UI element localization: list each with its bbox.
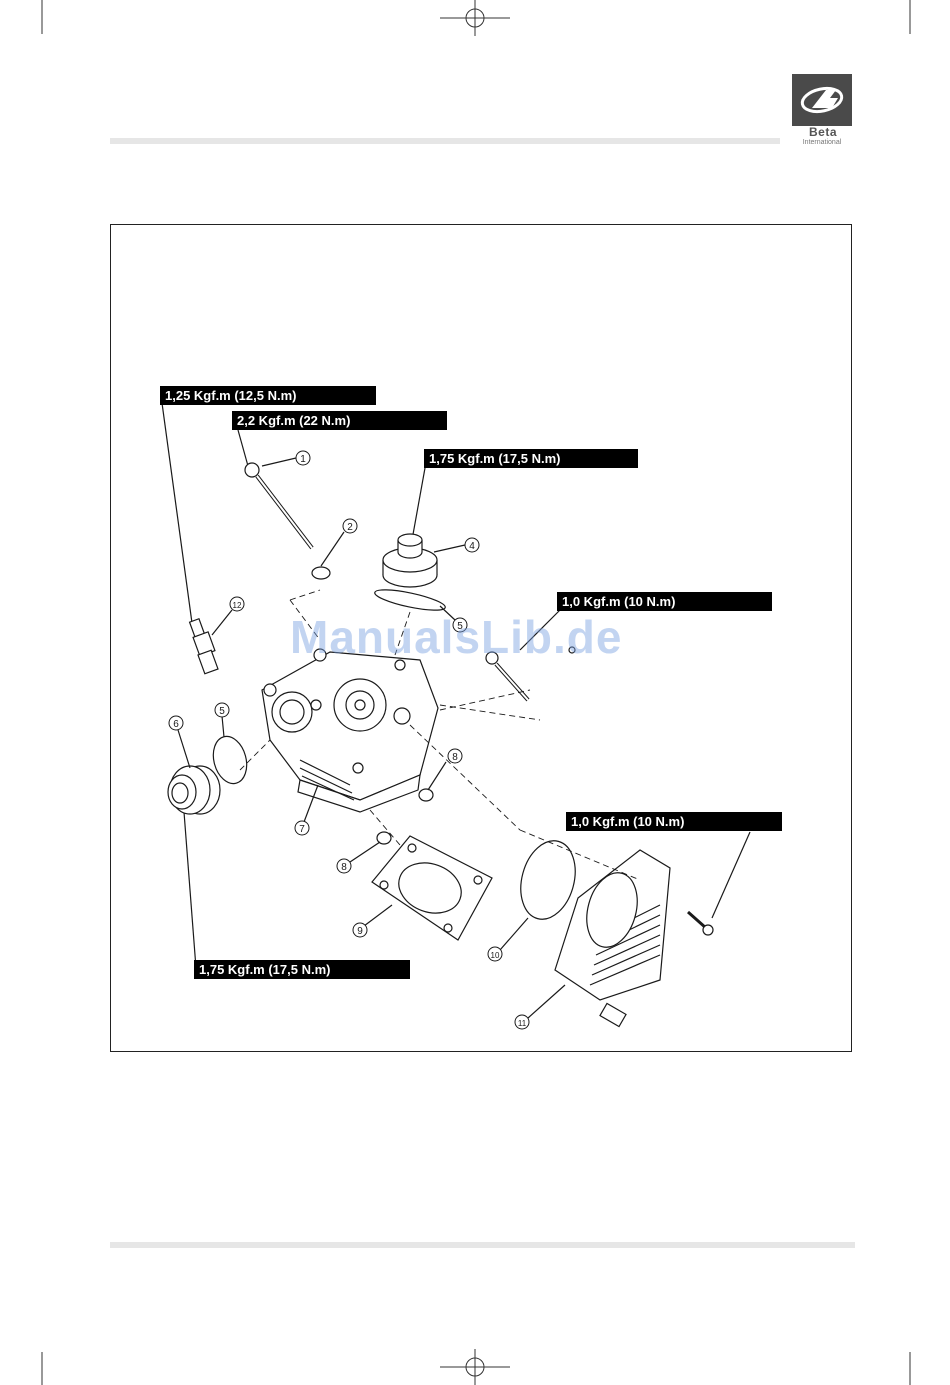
part-bolt-small <box>688 912 713 935</box>
callout-number: 6 <box>173 719 179 730</box>
callout-number: 12 <box>233 601 242 610</box>
part-cylinder-head-7 <box>262 649 438 812</box>
callout-number: 4 <box>469 541 475 552</box>
callout-number: 1 <box>300 454 306 465</box>
callout-number: 9 <box>357 926 363 937</box>
torque-label-cylinder-bolt: 1,0 Kgf.m (10 N.m) <box>566 812 782 831</box>
callout-number: 7 <box>299 824 305 835</box>
part-spark-plug-12 <box>190 619 218 674</box>
callout-number: 5 <box>219 706 225 717</box>
torque-label-cap-4: 1,75 Kgf.m (17,5 N.m) <box>424 449 638 468</box>
part-cap-6 <box>168 766 220 814</box>
torque-label-spark-plug: 1,25 Kgf.m (12,5 N.m) <box>160 386 376 405</box>
part-washer-2 <box>312 567 330 579</box>
callout-number: 8 <box>341 862 347 873</box>
callout-number: 10 <box>491 951 500 960</box>
callout-number: 11 <box>518 1019 527 1028</box>
torque-label-cap-6: 1,75 Kgf.m (17,5 N.m) <box>194 960 410 979</box>
callout-number: 2 <box>347 522 353 533</box>
callout-number: 8 <box>452 752 458 763</box>
torque-label-bolt-right: 1,0 Kgf.m (10 N.m) <box>557 592 772 611</box>
part-gasket-9 <box>372 836 492 940</box>
part-dowel-8a <box>419 789 433 801</box>
part-cylinder-11 <box>555 850 670 1000</box>
part-block <box>600 1003 626 1026</box>
part-bolt-1 <box>245 463 312 548</box>
part-cap-4 <box>383 534 437 587</box>
torque-label-bolt-1: 2,2 Kgf.m (22 N.m) <box>232 411 447 430</box>
watermark-text: ManualsLib.de <box>290 610 622 664</box>
part-oring-10 <box>513 835 584 926</box>
